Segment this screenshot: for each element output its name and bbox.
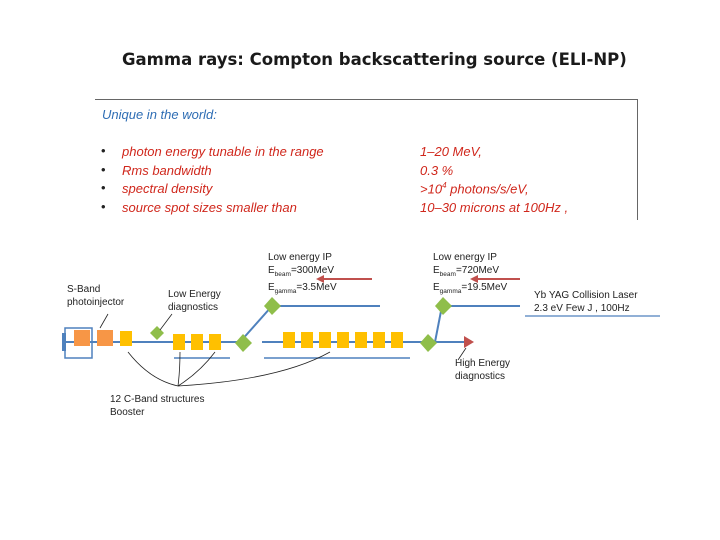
energy-subscript: beam — [274, 271, 291, 278]
energy-value: =300MeV — [290, 265, 335, 276]
sband-label-line: photoinjector — [67, 297, 125, 308]
bullet-item: • source spot sizes smaller than 10–30 m… — [95, 198, 635, 219]
booster-label-line: Booster — [110, 407, 145, 418]
energy-value: =19.5MeV — [461, 282, 508, 293]
pointer-line — [177, 351, 331, 387]
pointer-line — [457, 347, 467, 361]
cband-structure — [173, 334, 185, 350]
laser-label-line: Yb YAG Collision Laser — [534, 290, 638, 301]
laser-arrowhead — [316, 275, 324, 283]
cband-structure — [355, 332, 367, 348]
ip-high-beam-energy: Ebeam=720MeV — [433, 264, 507, 281]
bullet-label: Rms bandwidth — [122, 162, 212, 178]
pointer-line — [159, 313, 173, 331]
beam-dogleg — [239, 305, 273, 343]
sband-label: S-Band photoinjector — [67, 283, 124, 309]
booster-label-line: 12 C-Band structures — [110, 394, 205, 405]
sband-structure — [74, 330, 90, 346]
slide-title: Gamma rays: Compton backscattering sourc… — [122, 50, 627, 69]
dipole-magnet — [435, 297, 452, 315]
bullet-value-prefix: >10 — [420, 181, 443, 197]
ip-high-label: Low energy IP Ebeam=720MeV Egamma=19.5Me… — [433, 251, 507, 298]
energy-subscript: gamma — [439, 288, 462, 295]
dipole-magnet — [420, 334, 437, 352]
energy-symbol: E — [268, 282, 275, 293]
bullet-item: • Rms bandwidth 0.3 % — [95, 161, 635, 182]
laser-label: Yb YAG Collision Laser 2.3 eV Few J , 100… — [534, 289, 638, 315]
sband-label-line: S-Band — [67, 284, 101, 295]
bullet-dot-icon: • — [101, 198, 106, 214]
low-diagnostics-line: Low Energy — [168, 289, 221, 300]
cathode — [62, 333, 66, 351]
info-box: Unique in the world: • photon energy tun… — [95, 99, 638, 220]
bullet-value: >104 photons/s/eV, — [420, 181, 529, 196]
cband-structure — [337, 332, 349, 348]
high-diagnostics-line: High Energy — [455, 358, 511, 369]
pointer-line — [177, 351, 181, 387]
bullet-dot-icon: • — [101, 161, 106, 177]
bullet-dot-icon: • — [101, 143, 106, 158]
bullet-item: • photon energy tunable in the range 1–2… — [95, 143, 635, 163]
laser-label-line: 2.3 eV Few J , 100Hz — [534, 303, 630, 314]
pointer-line — [177, 351, 216, 387]
ip-high-title: Low energy IP — [433, 252, 497, 263]
bullet-value: 1–20 MeV, — [420, 144, 482, 159]
bullet-label: spectral density — [122, 181, 213, 196]
low-diagnostics-label: Low Energy diagnostics — [168, 288, 221, 314]
cband-structure — [209, 334, 221, 350]
energy-subscript: beam — [439, 271, 456, 278]
dipole-magnet — [264, 297, 281, 315]
cband-structure — [301, 332, 313, 348]
cband-structure — [319, 332, 331, 348]
energy-symbol: E — [268, 265, 275, 276]
cband-structure — [373, 332, 385, 348]
energy-value: =720MeV — [455, 265, 500, 276]
info-subtitle: Unique in the world: — [102, 107, 217, 122]
bullet-item: • spectral density >104 photons/s/eV, — [95, 180, 635, 200]
cband-structure — [191, 334, 203, 350]
ip-low-gamma-energy: Egamma=3.5MeV — [268, 281, 337, 298]
high-diagnostics-line: diagnostics — [455, 371, 506, 382]
energy-symbol: E — [433, 282, 440, 293]
energy-value: =3.5MeV — [296, 282, 337, 293]
cband-structure — [283, 332, 295, 348]
sband-frame — [64, 327, 93, 359]
low-diagnostics-line: diagnostics — [168, 302, 219, 313]
ip-low-title: Low energy IP — [268, 252, 332, 263]
bullet-value: 0.3 % — [420, 162, 454, 178]
high-energy-dump — [464, 336, 474, 348]
high-diagnostics-label: High Energy diagnostics — [455, 357, 510, 383]
bullet-label: source spot sizes smaller than — [122, 199, 297, 215]
laser-arrowhead — [470, 275, 478, 283]
cband-structure — [120, 331, 132, 346]
pointer-line — [127, 351, 179, 387]
cband-structure — [391, 332, 403, 348]
ip-low-beam-energy: Ebeam=300MeV — [268, 264, 337, 281]
bullet-list: • photon energy tunable in the range 1–2… — [95, 143, 635, 219]
ip-high-gamma-energy: Egamma=19.5MeV — [433, 281, 507, 298]
bullet-value-suffix: photons/s/eV, — [446, 181, 529, 197]
bullet-value: 10–30 microns at 100Hz , — [420, 199, 569, 215]
energy-subscript: gamma — [274, 288, 297, 295]
sband-structure — [97, 330, 113, 346]
bullet-value-sup: 4 — [442, 181, 447, 190]
bullet-label: photon energy tunable in the range — [122, 144, 324, 159]
bullet-dot-icon: • — [101, 180, 106, 195]
energy-symbol: E — [433, 265, 440, 276]
dipole-magnet — [235, 334, 252, 352]
ip-low-label: Low energy IP Ebeam=300MeV Egamma=3.5MeV — [268, 251, 337, 298]
pointer-line — [99, 313, 109, 329]
